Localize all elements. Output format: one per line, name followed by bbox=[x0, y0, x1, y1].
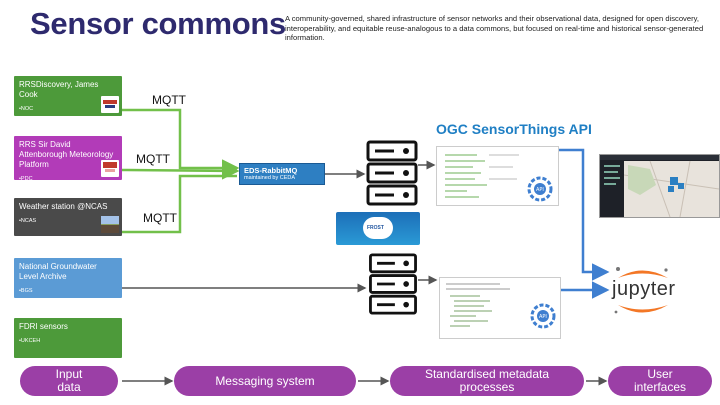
source-groundwater-archive[interactable]: National Groundwater Level Archive •BGS bbox=[14, 258, 122, 298]
noc-logo-icon bbox=[101, 96, 119, 113]
server-icon bbox=[369, 253, 417, 315]
pdc-logo-icon bbox=[101, 160, 119, 177]
page-title: Sensor commons bbox=[30, 6, 286, 41]
source-org: •UKCEH bbox=[19, 338, 41, 344]
source-name: FDRI sensors bbox=[19, 322, 68, 331]
jupyter-logo-icon: jupyter bbox=[610, 265, 680, 315]
svg-text:API: API bbox=[539, 314, 547, 320]
source-name: National Groundwater Level Archive bbox=[19, 262, 97, 281]
api-title: OGC SensorThings API bbox=[436, 121, 592, 137]
rabbitmq-broker-box[interactable]: EDS-RabbitMQ maintained by CEDA bbox=[239, 163, 325, 185]
stage-messaging-system: Messaging system bbox=[174, 366, 356, 396]
description-text: A community-governed, shared infrastruct… bbox=[285, 14, 704, 43]
frost-label: FROST bbox=[367, 225, 384, 231]
source-name: RRS Sir David Attenborough Meteorology P… bbox=[19, 140, 114, 169]
frost-server-image: FROST bbox=[336, 212, 420, 245]
stage-label: Messaging system bbox=[215, 373, 315, 388]
source-org: •NCAS bbox=[19, 218, 37, 224]
api-screenshot-bottom: API bbox=[439, 277, 561, 339]
stage-user-interfaces: User interfaces bbox=[608, 366, 712, 396]
stage-input-data: Input data bbox=[20, 366, 118, 396]
svg-text:API: API bbox=[536, 187, 544, 193]
stage-standardised-metadata: Standardised metadata processes bbox=[390, 366, 584, 396]
stage-label: User interfaces bbox=[633, 367, 687, 394]
map-ui-screenshot bbox=[599, 154, 720, 218]
landscape-image-icon bbox=[101, 216, 119, 233]
mqtt-label: MQTT bbox=[152, 93, 186, 107]
broker-title: EDS-RabbitMQ bbox=[244, 166, 298, 175]
api-screenshot-top: API bbox=[436, 146, 559, 206]
source-name: Weather station @NCAS bbox=[19, 202, 108, 211]
mqtt-label: MQTT bbox=[143, 211, 177, 225]
mqtt-label: MQTT bbox=[136, 152, 170, 166]
source-weather-station[interactable]: Weather station @NCAS •NCAS bbox=[14, 198, 122, 236]
source-org: •BGS bbox=[19, 288, 33, 294]
source-name: RRSDiscovery, James Cook bbox=[19, 80, 99, 99]
source-rrs-discovery[interactable]: RRSDiscovery, James Cook •NOC bbox=[14, 76, 122, 116]
jupyter-label: jupyter bbox=[612, 278, 676, 300]
source-org: •NOC bbox=[19, 106, 34, 112]
source-rrs-attenborough[interactable]: RRS Sir David Attenborough Meteorology P… bbox=[14, 136, 122, 182]
source-org: •PDC bbox=[19, 176, 33, 182]
server-icon bbox=[366, 140, 418, 206]
stage-label: Standardised metadata processes bbox=[424, 367, 550, 394]
stage-label: Input data bbox=[55, 367, 83, 394]
broker-subtitle: maintained by CEDA bbox=[244, 175, 296, 181]
cloud-icon bbox=[363, 217, 393, 239]
source-fdri-sensors[interactable]: FDRI sensors •UKCEH bbox=[14, 318, 122, 358]
